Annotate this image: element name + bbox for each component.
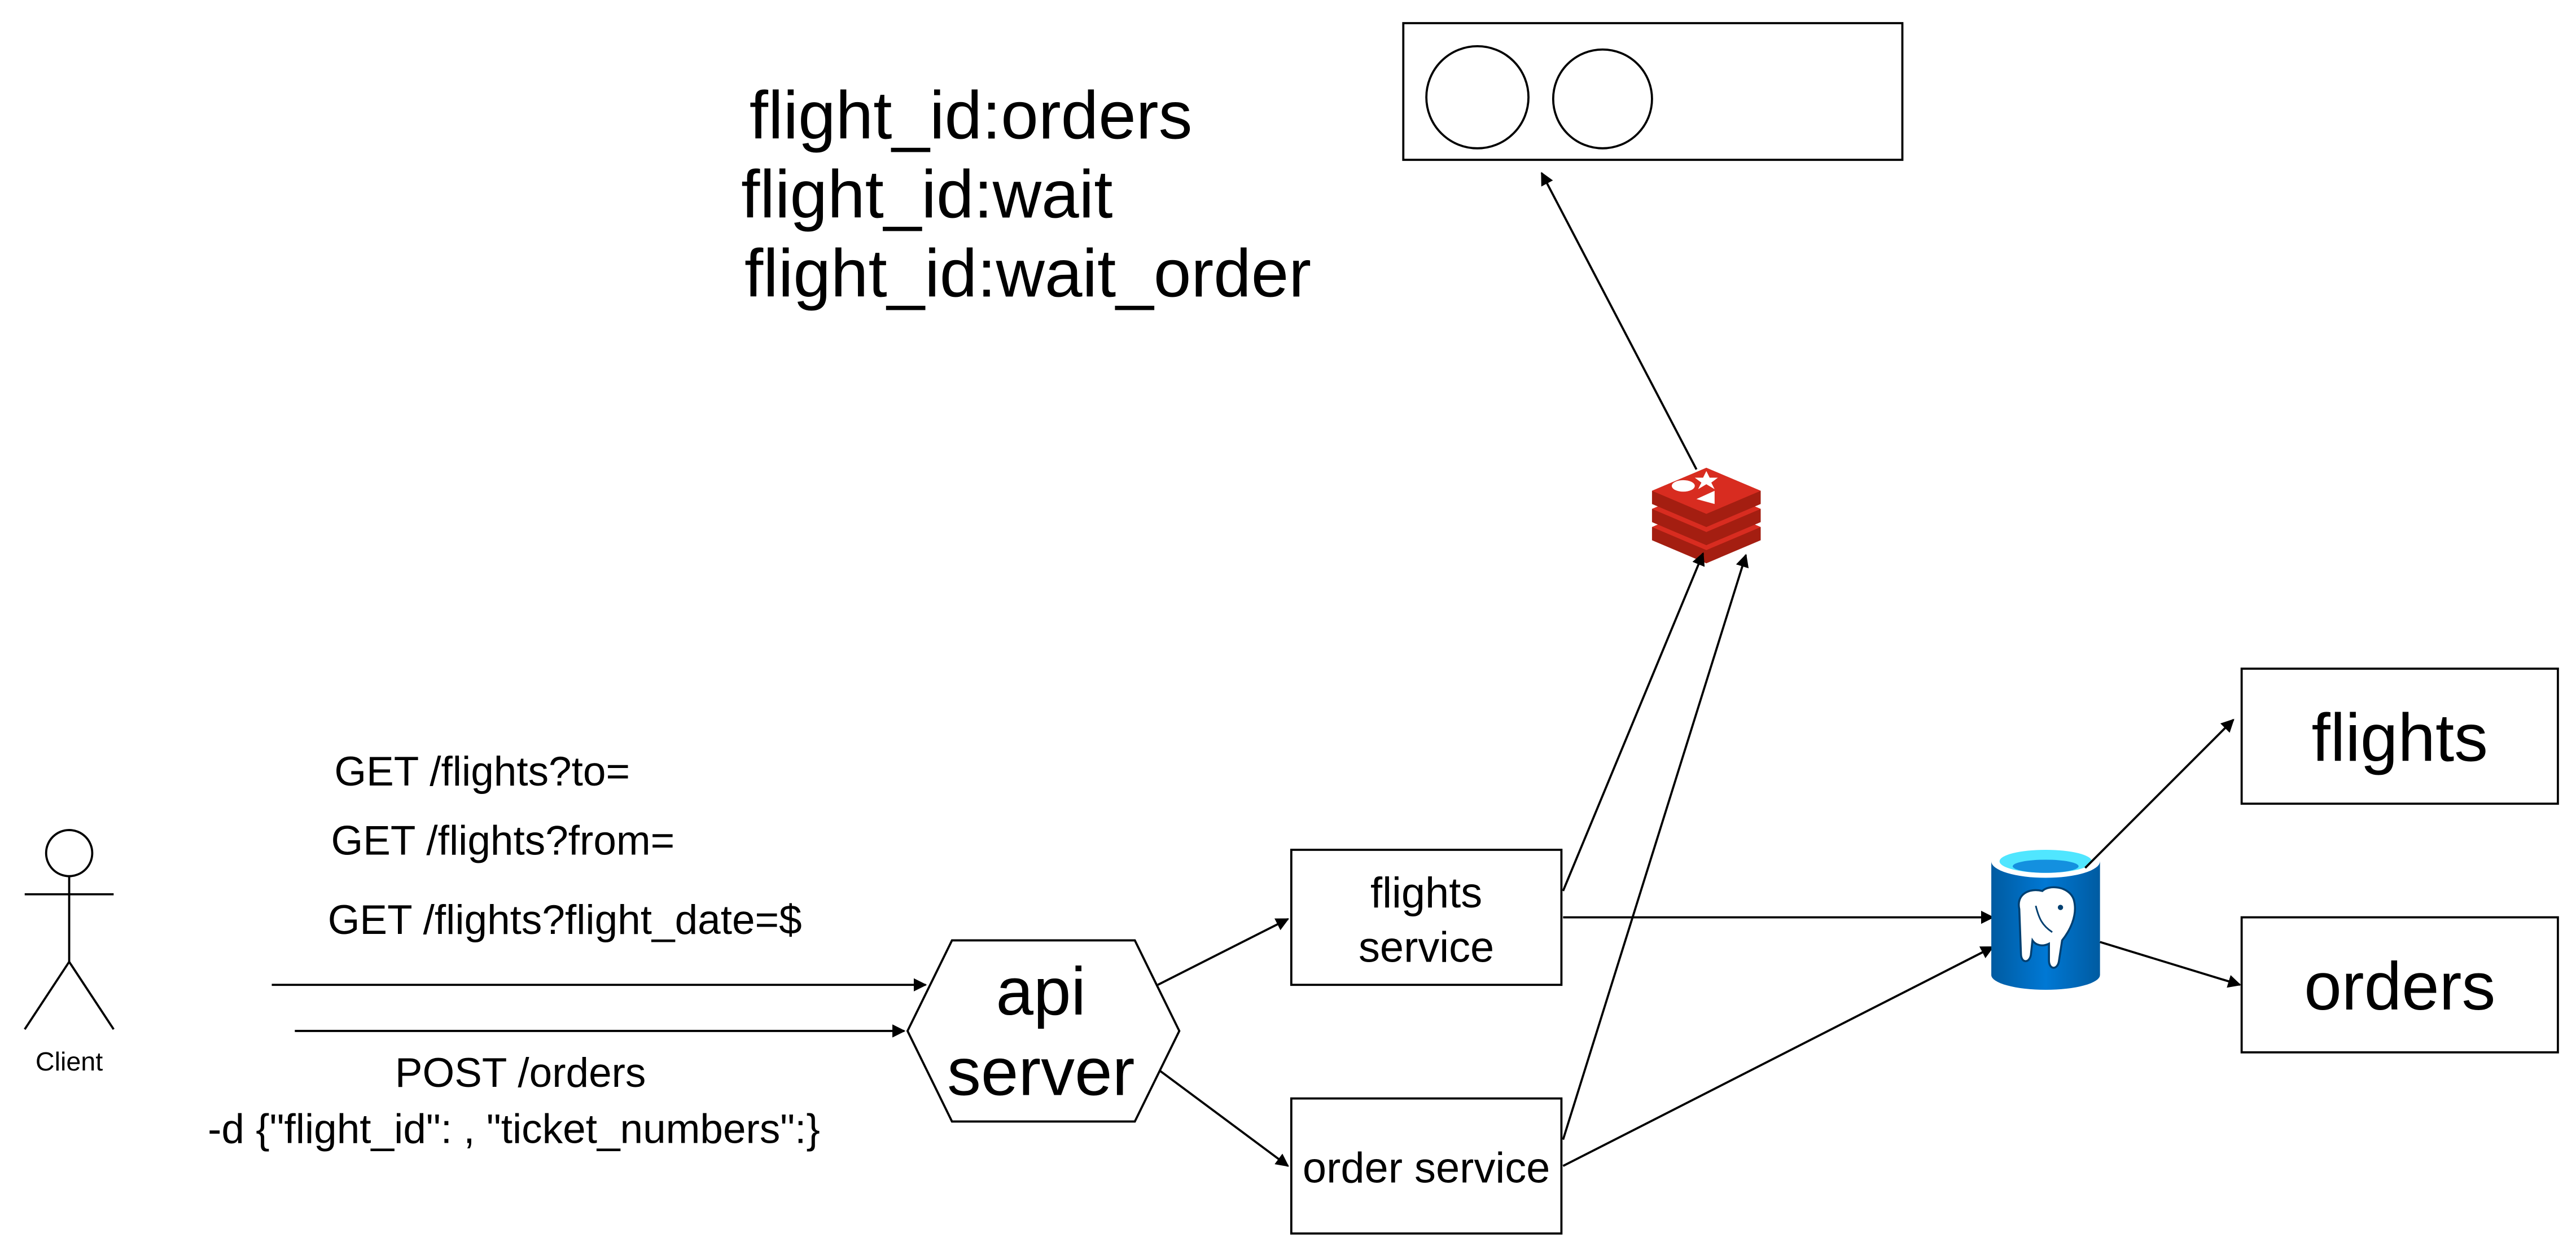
redis-data-item [1425, 45, 1530, 150]
orders-table-node [2240, 916, 2559, 1054]
order-service-to-postgres-arrow [1562, 946, 1995, 1167]
flights-service-label-line1: flights [1370, 869, 1482, 917]
flights-table-label: flights [2312, 700, 2489, 775]
redis-key-wait: flight_id:wait [741, 157, 1112, 232]
api-server-label-line1: api [996, 954, 1086, 1029]
redis-key-orders: flight_id:orders [750, 78, 1193, 153]
client-label: Client [36, 1047, 103, 1076]
request-get-to: GET /flights?to= [334, 749, 630, 795]
api-to-order-service-arrow [1159, 1069, 1289, 1167]
client-actor [24, 829, 115, 1030]
flights-service-to-redis-arrow [1562, 552, 1705, 892]
redis-icon [1651, 467, 1761, 564]
postgres-to-orders-table-arrow [2100, 941, 2241, 988]
client-head [45, 829, 94, 877]
redis-data-item [1552, 48, 1653, 150]
redis-to-data-box-arrow [1540, 172, 1698, 470]
postgresql-icon [1991, 845, 2100, 990]
request-get-from: GET /flights?from= [331, 818, 675, 864]
api-server-node [906, 939, 1181, 1123]
redis-key-wait-order: flight_id:wait_order [744, 236, 1311, 311]
flights-service-node [1290, 849, 1563, 986]
request-get-date: GET /flights?flight_date=$ [328, 897, 802, 943]
flights-table-node [2240, 668, 2559, 805]
order-service-node [1290, 1097, 1563, 1235]
order-service-label: order service [1303, 1144, 1550, 1192]
request-post-orders: POST /orders [395, 1050, 646, 1096]
postgres-to-flights-table-arrow [2084, 718, 2235, 869]
api-server-label-line2: server [947, 1035, 1134, 1110]
flights-service-label-line2: service [1359, 923, 1494, 971]
orders-table-label: orders [2304, 949, 2495, 1024]
order-service-to-redis-arrow [1562, 554, 1749, 1140]
api-to-flights-service-arrow [1157, 918, 1290, 986]
request-post-body: -d {"flight_id": , "ticket_numbers":} [208, 1106, 820, 1152]
